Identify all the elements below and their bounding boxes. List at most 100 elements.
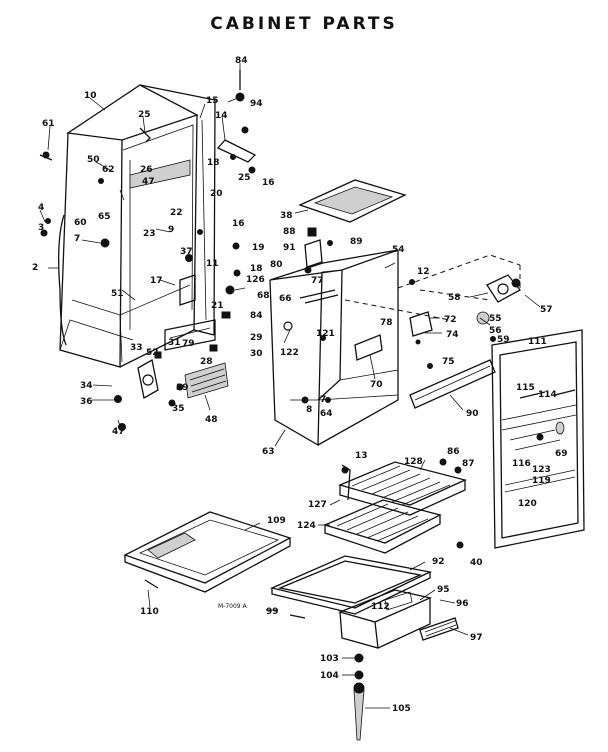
label-92: 92 <box>432 557 445 567</box>
label-62: 62 <box>102 165 115 175</box>
label-48: 48 <box>205 415 218 425</box>
label-56: 56 <box>489 326 502 336</box>
label-26: 26 <box>140 165 153 175</box>
label-60: 60 <box>74 218 87 228</box>
crisper-drawer <box>289 589 459 649</box>
evaporator-cover-tray <box>298 179 407 223</box>
top-hinge-parts <box>39 70 257 248</box>
label-80: 80 <box>270 260 283 270</box>
label-90: 90 <box>466 409 479 419</box>
label-18: 18 <box>207 158 220 168</box>
label-47: 47 <box>142 177 155 187</box>
label-3: 3 <box>38 223 44 233</box>
label-38: 38 <box>280 211 293 221</box>
label-11: 11 <box>206 259 219 269</box>
label-13: 13 <box>355 451 368 461</box>
label-36: 36 <box>80 397 93 407</box>
label-50: 50 <box>87 155 100 165</box>
label-95: 95 <box>437 585 450 595</box>
label-126: 126 <box>246 275 265 285</box>
label-16: 16 <box>262 178 275 188</box>
label-79: 79 <box>182 339 195 349</box>
leveling-leg-parts <box>353 653 365 741</box>
label-124: 124 <box>297 521 316 531</box>
drip-tray <box>123 511 292 593</box>
label-78: 78 <box>380 318 393 328</box>
label-66: 66 <box>279 294 292 304</box>
lower-front-components <box>114 242 241 431</box>
label-20: 20 <box>210 189 223 199</box>
label-96: 96 <box>456 599 469 609</box>
label-103: 103 <box>320 654 339 664</box>
label-99: 99 <box>266 607 279 617</box>
assembly-guide-lines <box>344 254 521 321</box>
label-122: 122 <box>280 348 299 358</box>
leader-lines <box>39 63 541 709</box>
label-116: 116 <box>512 459 531 469</box>
label-61: 61 <box>42 119 55 129</box>
label-35: 35 <box>172 404 185 414</box>
label-110: 110 <box>140 607 159 617</box>
label-94: 94 <box>250 99 263 109</box>
crisper-cover <box>269 555 433 615</box>
drawing-code-text: M-7009 A <box>218 603 248 610</box>
label-111: 111 <box>528 337 547 347</box>
label-4: 4 <box>38 203 44 213</box>
label-63: 63 <box>262 447 275 457</box>
label-59: 59 <box>497 335 510 345</box>
label-55: 55 <box>489 314 502 324</box>
label-97: 97 <box>470 633 483 643</box>
label-10: 10 <box>84 91 97 101</box>
label-88: 88 <box>283 227 296 237</box>
diagram-title: CABINET PARTS <box>210 14 398 34</box>
label-28: 28 <box>200 357 213 367</box>
label-21: 21 <box>211 301 224 311</box>
label-57: 57 <box>540 305 553 315</box>
label-33: 33 <box>130 343 143 353</box>
label-12: 12 <box>417 267 430 277</box>
label-19: 19 <box>252 243 265 253</box>
freezer-shelf-128 <box>338 461 467 516</box>
label-115: 115 <box>516 383 535 393</box>
freezer-liner-box <box>269 249 399 447</box>
label-68: 68 <box>257 291 270 301</box>
label-112: 112 <box>371 602 390 612</box>
label-123: 123 <box>532 465 551 475</box>
label-86: 86 <box>447 447 460 457</box>
label-120: 120 <box>518 499 537 509</box>
label-89: 89 <box>350 237 363 247</box>
liner-small-parts <box>299 227 415 404</box>
label-16: 16 <box>232 219 245 229</box>
label-51: 51 <box>111 289 124 299</box>
label-84: 84 <box>250 311 263 321</box>
label-14: 14 <box>215 111 228 121</box>
label-9: 9 <box>168 225 174 235</box>
label-105: 105 <box>392 704 411 714</box>
label-114: 114 <box>538 390 557 400</box>
label-70: 70 <box>370 380 383 390</box>
label-25: 25 <box>238 173 251 183</box>
label-22: 22 <box>170 208 183 218</box>
label-69: 69 <box>555 449 568 459</box>
label-25: 25 <box>138 110 151 120</box>
label-127: 127 <box>308 500 327 510</box>
label-64: 64 <box>320 409 333 419</box>
drawing-code: M-7009 A <box>218 603 248 610</box>
label-18: 18 <box>250 264 263 274</box>
label-128: 128 <box>404 457 423 467</box>
label-47: 47 <box>112 427 125 437</box>
label-75: 75 <box>442 357 455 367</box>
label-31: 31 <box>168 338 181 348</box>
label-58: 58 <box>448 293 461 303</box>
label-17: 17 <box>150 276 163 286</box>
label-74: 74 <box>446 330 459 340</box>
label-54: 54 <box>392 245 405 255</box>
label-8: 8 <box>306 405 312 415</box>
label-87: 87 <box>462 459 475 469</box>
control-housing <box>409 274 521 369</box>
label-77: 77 <box>311 276 324 286</box>
label-29: 29 <box>250 333 263 343</box>
label-104: 104 <box>320 671 339 681</box>
